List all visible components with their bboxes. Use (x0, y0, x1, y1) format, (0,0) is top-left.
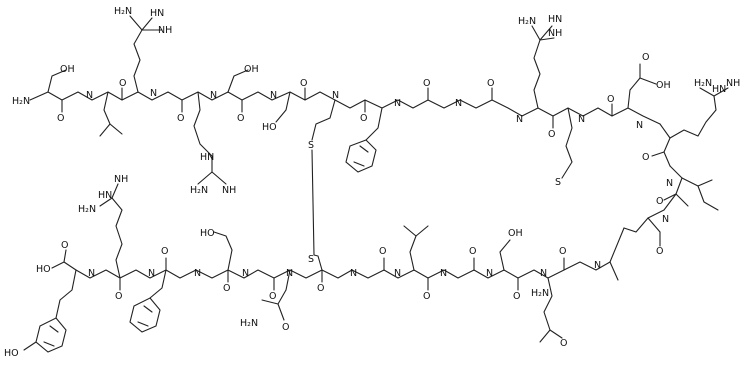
label-hn-guan: HN (200, 152, 214, 163)
label-nh: N (394, 98, 401, 109)
label-oh-ser: OH (508, 228, 523, 239)
label-h2n-guan: H₂N (114, 6, 132, 17)
label-nh-guan: NH (726, 78, 740, 89)
label-o: O (119, 78, 126, 89)
label-h2n-asn: H₂N (240, 318, 258, 329)
label-o: O (379, 246, 386, 257)
label-nh: N (86, 90, 93, 101)
label-nh: N (636, 120, 643, 131)
label-nh: N (150, 88, 157, 99)
label-o: O (423, 291, 430, 302)
label-nh: N (194, 268, 201, 279)
label-nh: N (666, 178, 673, 189)
label-nh: N (594, 260, 601, 271)
disulfide-bond (311, 149, 315, 256)
label-h2n-guan: H₂N (518, 16, 536, 27)
label-o: O (282, 322, 289, 333)
label-oh-asp: OH (656, 80, 671, 91)
phenyl-ring-top (345, 139, 377, 173)
label-nh: N (516, 114, 523, 125)
label-ho-tyr: HO (4, 348, 19, 359)
label-nh-guan: NH (222, 185, 236, 196)
label-o: O (237, 113, 244, 124)
label-o: O (61, 240, 68, 251)
label-nh2-guan: NH (114, 174, 128, 185)
label-nh: N (540, 268, 547, 279)
label-o: O (269, 291, 276, 302)
label-nh: N (148, 268, 155, 279)
label-o: O (360, 113, 367, 124)
label-h2n-guan: H₂N (78, 204, 96, 215)
label-o: O (177, 113, 184, 124)
label-oh-ser5: OH (244, 64, 259, 75)
label-ho-cooh: HO (36, 264, 51, 275)
label-o: O (57, 113, 64, 124)
label-nh: N (210, 90, 217, 101)
label-o: O (161, 246, 168, 257)
label-nh: N (332, 90, 339, 101)
label-s-met: S (555, 177, 561, 188)
tyrosine-ring (35, 317, 67, 353)
label-nh: N (350, 268, 357, 279)
label-h2n-guan: H₂N (694, 78, 712, 89)
label-o: O (559, 246, 566, 257)
label-nh: N (662, 214, 669, 225)
label-h2n-guan: H₂N (190, 185, 208, 196)
label-oh-ser1: OH (60, 64, 75, 75)
label-o: O (423, 78, 430, 89)
label-nh-guan: NH (548, 28, 562, 39)
label-o: O (642, 152, 649, 163)
label-o: O (513, 291, 520, 302)
label-nh: N (286, 268, 293, 279)
label-hn-guan: HN (548, 14, 562, 25)
label-nh-guan: HN (712, 84, 726, 95)
label-o: O (548, 129, 555, 140)
label-nh: N (242, 268, 249, 279)
label-o: O (317, 283, 324, 294)
label-o: O (223, 283, 230, 294)
label-o: O (642, 52, 649, 63)
label-o: O (607, 94, 614, 105)
label-nh: N (88, 268, 95, 279)
label-o: O (469, 246, 476, 257)
label-nh: N (394, 268, 401, 279)
label-nh2-guan: NH (158, 25, 172, 36)
label-nh: N (578, 114, 585, 125)
label-nh: N (440, 268, 447, 279)
label-nh-guan: HN (150, 8, 164, 19)
label-s-top: S (308, 140, 314, 151)
label-nh: N (270, 90, 277, 101)
label-o: O (656, 196, 663, 207)
top-backbone (29, 91, 661, 125)
label-oh-ser6: HO (262, 122, 277, 133)
label-o: O (560, 338, 567, 349)
label-s-bottom: S (308, 254, 314, 265)
label-o: O (487, 78, 494, 89)
label-hn-guan: HN (98, 190, 112, 201)
label-nh: N (486, 268, 493, 279)
label-o: O (656, 246, 663, 257)
phenyl-ring-bottom (129, 297, 161, 333)
label-h2n-nterm: H₂N (12, 96, 30, 107)
label-nh: N (455, 98, 462, 109)
label-h2n-gln: H₂N (531, 288, 549, 299)
label-o: O (300, 78, 307, 89)
label-ho-ser: HO (200, 228, 215, 239)
label-o: O (115, 291, 122, 302)
